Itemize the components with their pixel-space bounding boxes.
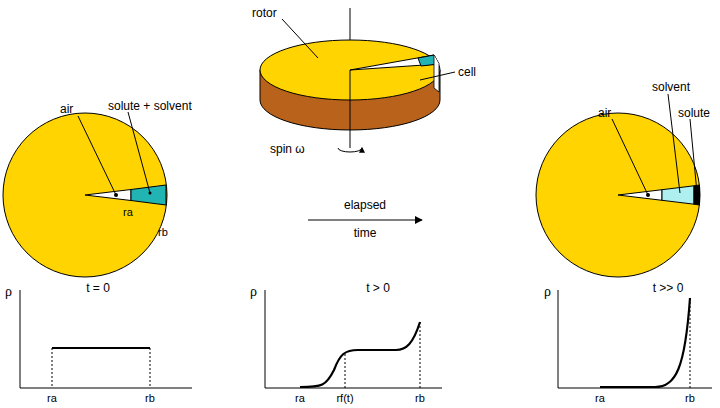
axis-tick-label: rb	[415, 392, 425, 404]
region-name: solvent	[652, 80, 690, 94]
disk-end	[536, 94, 700, 277]
axis-tick-label: rf(t)	[336, 392, 353, 404]
time-arrow	[308, 220, 422, 221]
axis-tick-label: rb	[145, 392, 155, 404]
axis-label: ρ	[544, 284, 551, 300]
axis-tick-label: ra	[295, 392, 305, 404]
region-name: air	[60, 102, 73, 116]
axis-label: ρ	[5, 284, 12, 300]
arrow-label: time	[354, 226, 377, 240]
rotor-drawing	[260, 8, 455, 152]
axis-tick-label: rb	[685, 392, 695, 404]
density-plots	[20, 290, 712, 388]
axis-tick-label: ra	[47, 392, 57, 404]
region-name: solute	[678, 106, 710, 120]
radius-label: rb	[158, 226, 168, 238]
time-label: t = 0	[86, 281, 110, 295]
time-label: t >> 0	[653, 281, 684, 295]
time-label: t > 0	[366, 281, 390, 295]
part-name: rotor	[252, 6, 277, 20]
radius-label: ra	[123, 206, 133, 218]
arrow-label: elapsed	[344, 198, 386, 212]
region-name: solute + solvent	[108, 99, 192, 113]
rotation-label: spin ω	[270, 142, 305, 156]
axis-tick-label: ra	[595, 392, 605, 404]
region-name: air	[598, 106, 611, 120]
part-name: cell	[458, 65, 476, 79]
disk-start	[3, 112, 167, 277]
axis-label: ρ	[250, 284, 257, 300]
